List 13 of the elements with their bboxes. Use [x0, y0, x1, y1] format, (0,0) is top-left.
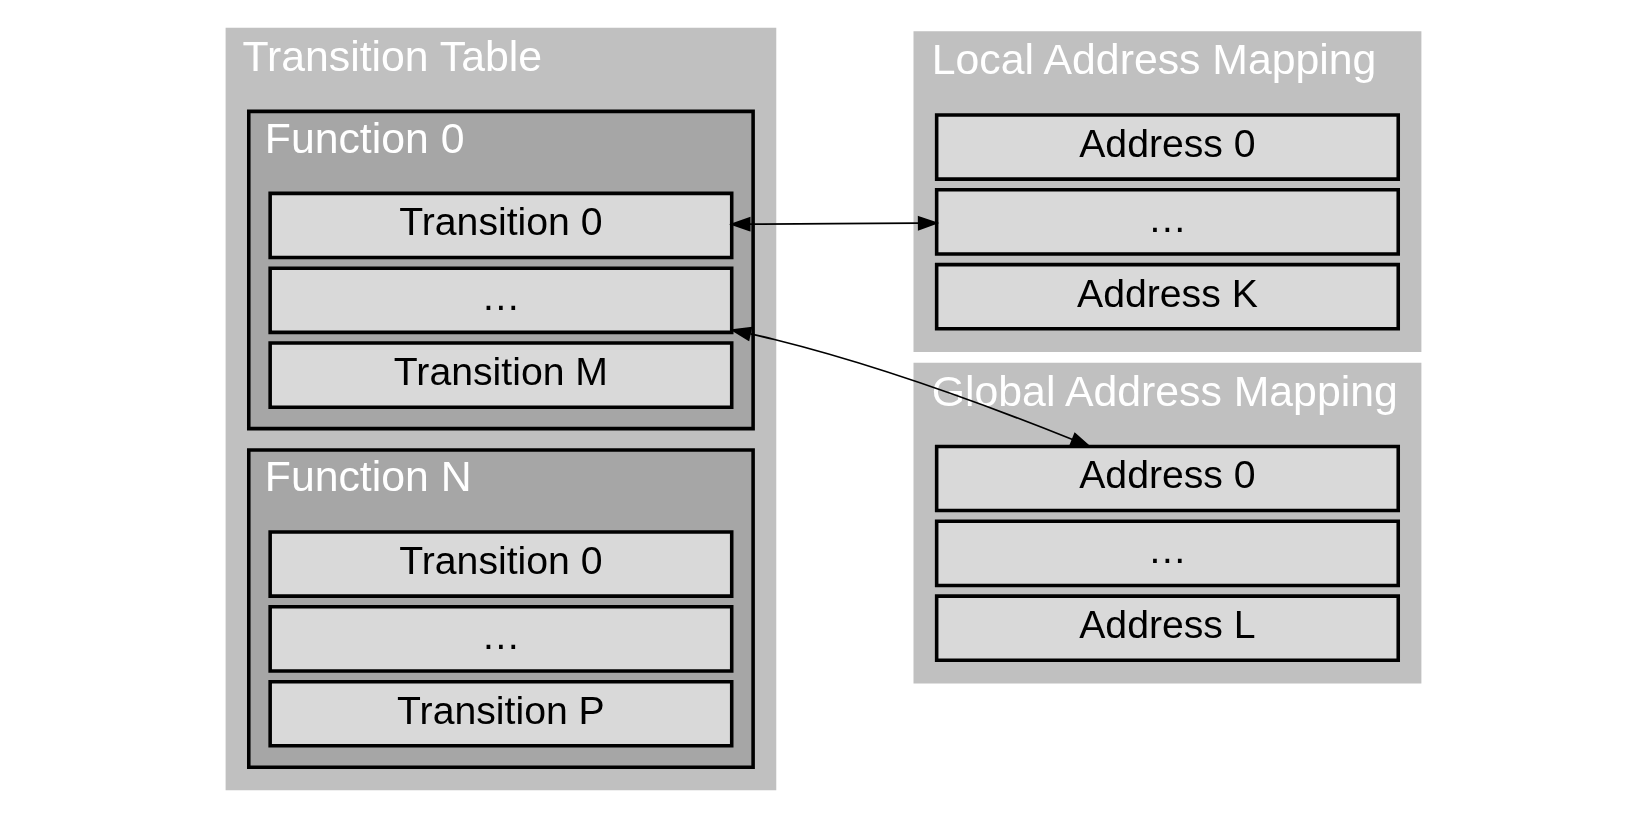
node-box: …	[268, 266, 734, 335]
node-box: Transition P	[268, 679, 734, 748]
node-box: Address K	[934, 262, 1400, 331]
node-box: Address 0	[934, 444, 1400, 513]
node-box: …	[934, 188, 1400, 256]
node-box: Transition 0	[268, 191, 734, 260]
node-box: …	[934, 519, 1400, 588]
node-box: Address L	[934, 594, 1400, 663]
node-box: …	[268, 605, 734, 673]
node-box: Transition M	[268, 341, 734, 409]
node-box: Address 0	[934, 113, 1400, 181]
arrow	[729, 215, 940, 232]
node-box: Transition 0	[268, 530, 734, 598]
